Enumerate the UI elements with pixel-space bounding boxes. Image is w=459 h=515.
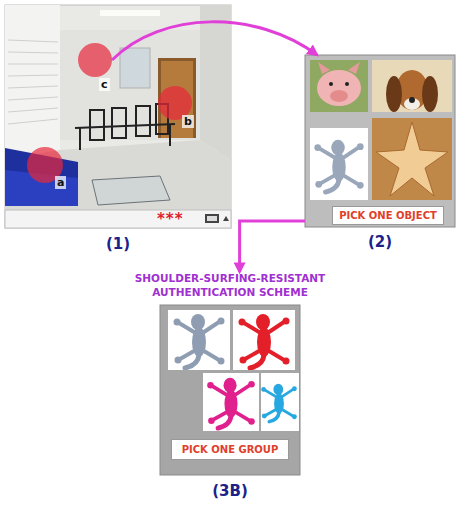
instruction-label: PICK ONE OBJECT <box>332 206 444 225</box>
flow-arrow <box>112 22 317 60</box>
instruction-label: PICK ONE GROUP <box>171 439 290 460</box>
panel-number: (2) <box>368 233 392 251</box>
group-panel: SHOULDER-SURFING-RESISTANT AUTHENTICATIO… <box>150 272 310 478</box>
hotspot-letter: b <box>182 115 194 128</box>
object-panel: PICK ONE OBJECT(2) <box>305 55 455 227</box>
object-grid <box>305 55 455 227</box>
photo-panel: abc***(1) <box>5 5 231 228</box>
hotspot-letter: a <box>55 176 66 189</box>
panel-number: (1) <box>106 235 130 253</box>
flow-arrow <box>240 221 305 272</box>
panel-number: (3B) <box>212 482 248 500</box>
scheme-title: SHOULDER-SURFING-RESISTANT AUTHENTICATIO… <box>110 272 350 299</box>
hotspot-letter: c <box>99 78 110 91</box>
room-photo <box>5 5 231 228</box>
password-mask: *** <box>157 210 184 228</box>
group-grid <box>160 305 300 475</box>
